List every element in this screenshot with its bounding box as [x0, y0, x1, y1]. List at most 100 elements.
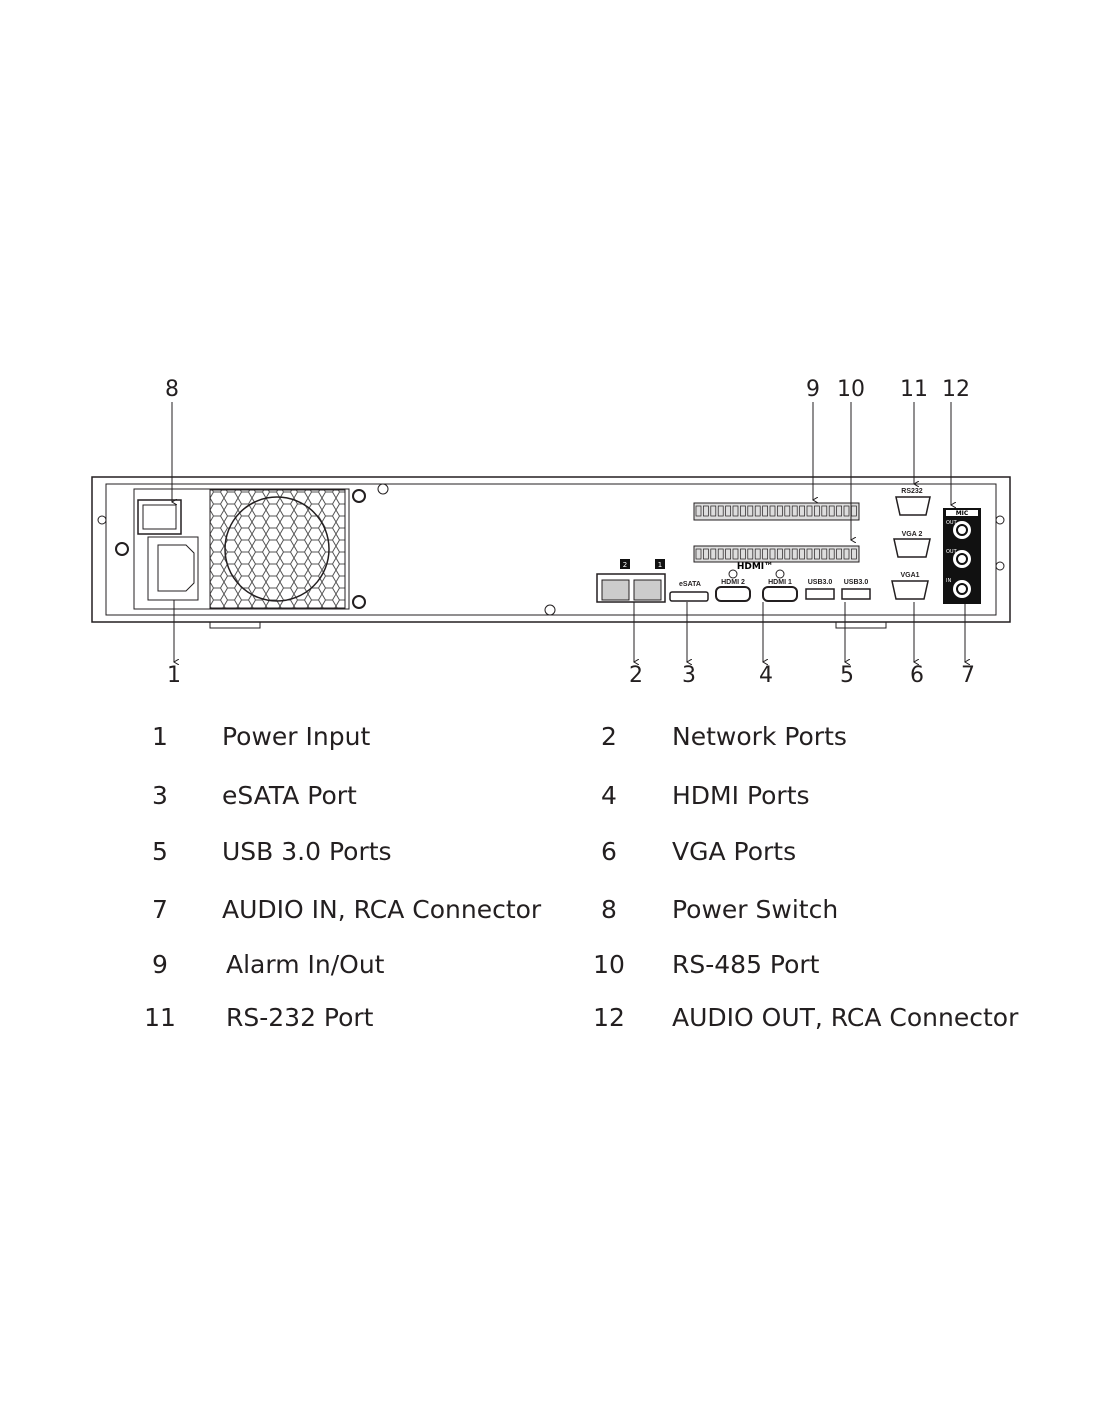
esata-port: eSATA [669, 581, 709, 602]
legend-number: 3 [152, 781, 168, 810]
terminal-pin [710, 505, 717, 517]
fan-grille-icon [209, 489, 346, 609]
callout-3: 3 [682, 663, 696, 688]
legend-label: Alarm In/Out [226, 950, 385, 979]
terminal-pin [821, 548, 828, 560]
callout-7: 7 [961, 663, 975, 688]
callout-8: 8 [165, 377, 179, 402]
legend-label: AUDIO IN, RCA Connector [222, 895, 542, 924]
legend-number: 8 [601, 895, 617, 924]
callout-6: 6 [910, 663, 924, 688]
terminal-pin [725, 505, 731, 517]
terminal-pin [725, 548, 731, 560]
lan-1-label: 1 [658, 561, 662, 569]
terminal-pin [821, 505, 828, 517]
terminal-pin [717, 548, 724, 560]
terminal-pin [777, 548, 783, 560]
in-label: IN [946, 578, 951, 584]
legend-label: Power Switch [672, 895, 839, 924]
legend-label: RS-485 Port [672, 950, 820, 979]
out2-label: OUT [946, 520, 958, 526]
terminal-pin [762, 505, 768, 517]
terminal-pin [769, 548, 776, 560]
lan-2-label: 2 [623, 561, 627, 569]
callout-2: 2 [629, 663, 643, 688]
hdmi-2-label: HDMI 2 [721, 579, 745, 586]
hdmi-ports: HDMI™ HDMI 2 HDMI 1 [715, 562, 798, 602]
terminal-pin [843, 548, 850, 560]
terminal-pin [806, 548, 813, 560]
terminal-pin [784, 505, 791, 517]
serial-vga-ports: RS232 VGA 2 VGA1 [891, 488, 931, 600]
callout-11: 11 [900, 377, 928, 402]
terminal-pin [732, 548, 739, 560]
terminal-pin [836, 505, 842, 517]
terminal-pin [784, 548, 791, 560]
terminal-pin [791, 548, 798, 560]
legend-number: 7 [152, 895, 168, 924]
terminal-pin [814, 548, 820, 560]
callout-10: 10 [837, 377, 865, 402]
terminal-pin [754, 548, 761, 560]
usb-b-label: USB3.0 [844, 579, 869, 586]
terminal-pin [740, 505, 746, 517]
terminal-pin [732, 505, 739, 517]
terminal-pin [836, 548, 842, 560]
legend-label: AUDIO OUT, RCA Connector [672, 1003, 1019, 1032]
legend-label: Power Input [222, 722, 371, 751]
legend-number: 1 [152, 722, 168, 751]
legend-number: 12 [593, 1003, 625, 1032]
terminal-pin [747, 548, 754, 560]
alarm-terminal-blocks [693, 502, 860, 563]
terminal-pin [754, 505, 761, 517]
vga2-label: VGA 2 [902, 531, 923, 538]
terminal-pin [695, 505, 702, 517]
terminal-pin [717, 505, 724, 517]
legend-label: HDMI Ports [672, 781, 810, 810]
callout-12: 12 [942, 377, 970, 402]
power-supply [133, 488, 366, 610]
legend-number: 10 [593, 950, 625, 979]
power-switch-icon [137, 499, 182, 535]
legend-number: 4 [601, 781, 617, 810]
terminal-pin [762, 548, 768, 560]
callout-5: 5 [840, 663, 854, 688]
callout-numbers: 8 9 10 11 12 1 2 3 4 5 6 7 [165, 377, 975, 688]
terminal-pin [777, 505, 783, 517]
legend-number: 5 [152, 837, 168, 866]
terminal-pin [703, 505, 709, 517]
terminal-pin [747, 505, 754, 517]
terminal-pin [799, 548, 805, 560]
terminal-pin [843, 505, 850, 517]
callout-lines [172, 402, 965, 662]
terminal-pin [851, 548, 857, 560]
terminal-pin [828, 505, 835, 517]
legend-number: 9 [152, 950, 168, 979]
callout-1: 1 [167, 663, 181, 688]
terminal-pin [695, 548, 702, 560]
legend-number: 6 [601, 837, 617, 866]
rs232-label: RS232 [901, 488, 923, 495]
callout-4: 4 [759, 663, 773, 688]
legend-number: 11 [144, 1003, 176, 1032]
hdmi-logo: HDMI™ [737, 562, 773, 572]
mic-label: MIC [956, 510, 969, 517]
terminal-pin [703, 548, 709, 560]
power-inlet-icon [147, 536, 199, 601]
legend-label: VGA Ports [672, 837, 797, 866]
terminal-pin [806, 505, 813, 517]
terminal-pin [814, 505, 820, 517]
vga1-label: VGA1 [900, 572, 919, 579]
terminal-pin [828, 548, 835, 560]
terminal-pin [740, 548, 746, 560]
hdmi-1-label: HDMI 1 [768, 579, 792, 586]
legend-label: Network Ports [672, 722, 847, 751]
audio-rca-block: MIC OUT OUT IN [943, 508, 981, 604]
terminal-pin [791, 505, 798, 517]
legend-label: eSATA Port [222, 781, 357, 810]
usb-ports: USB3.0 USB3.0 [805, 579, 871, 600]
out1-label: OUT [946, 549, 958, 555]
legend-number: 2 [601, 722, 617, 751]
legend-label: USB 3.0 Ports [222, 837, 392, 866]
terminal-pin [769, 505, 776, 517]
